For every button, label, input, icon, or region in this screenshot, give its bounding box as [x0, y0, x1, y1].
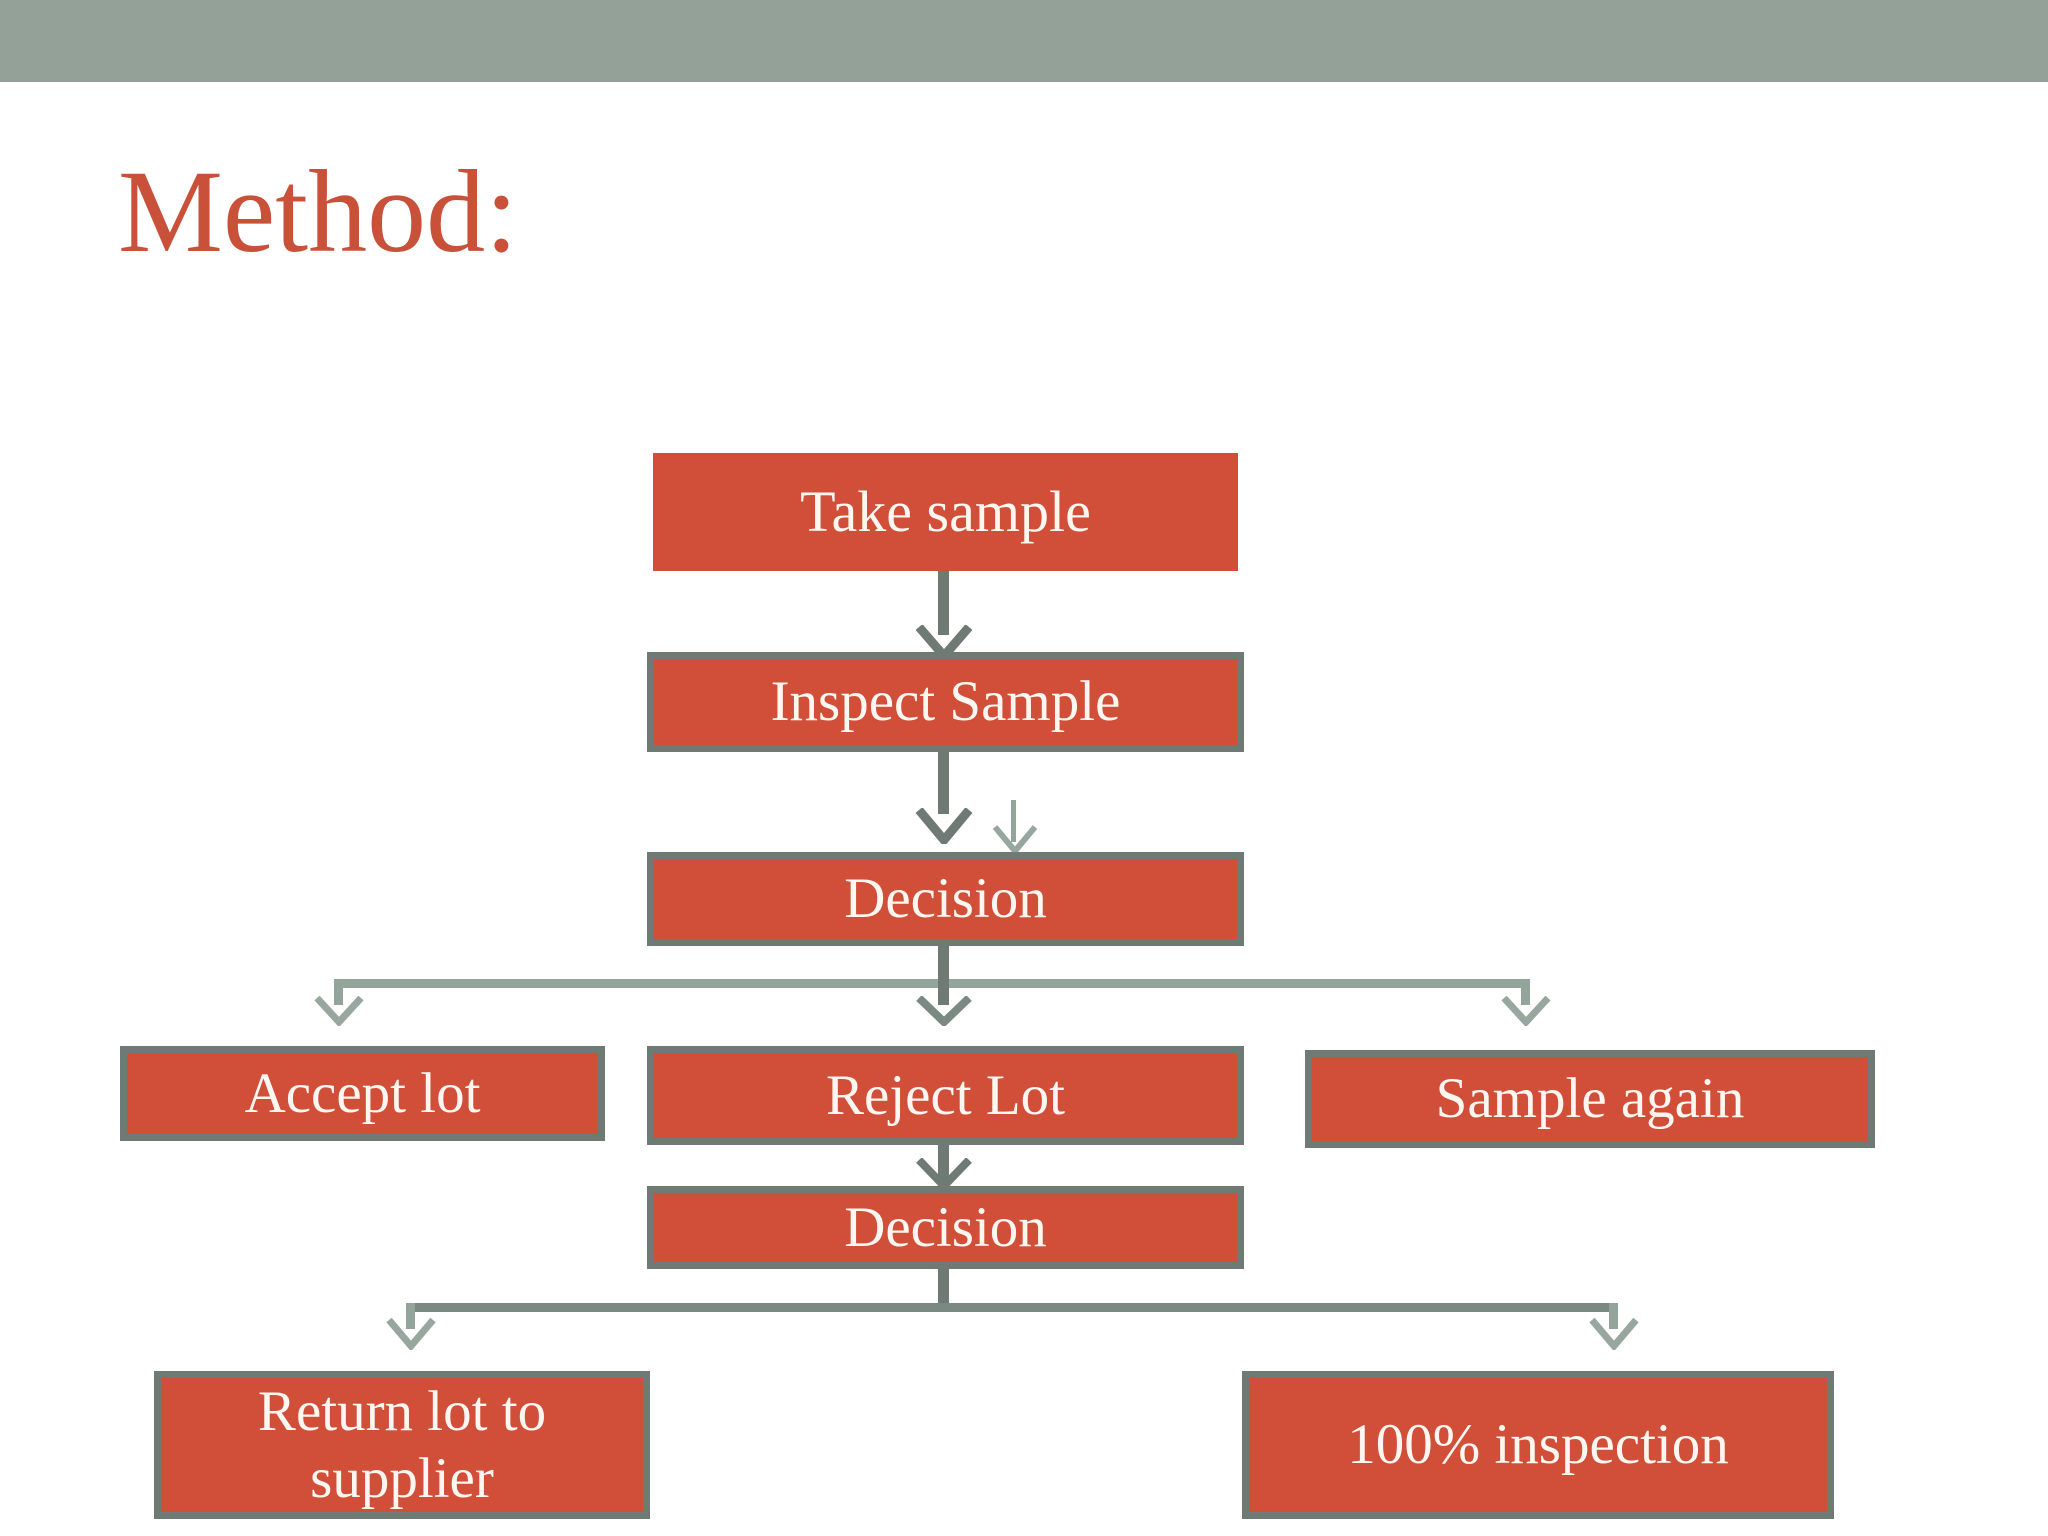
connector-decision-2-to-full-inspection — [1609, 1303, 1618, 1329]
connector-decision-2-branch-bar — [406, 1303, 1618, 1312]
flow-node-accept-lot[interactable]: Accept lot — [120, 1046, 605, 1141]
flow-node-decision-1[interactable]: Decision — [647, 852, 1244, 946]
connector-decision-2-to-return-lot — [406, 1303, 415, 1329]
connector-inspect-sample-to-decision-1 — [938, 752, 949, 814]
arrowhead-decision-2-to-return-lot — [385, 1318, 437, 1350]
arrowhead-decision-1-to-sample-again — [1500, 996, 1552, 1026]
connector-decision-1-to-sample-again — [1521, 979, 1530, 1005]
arrowhead-decision-1-to-accept-lot — [313, 996, 365, 1026]
arrowhead-inspect-sample-to-decision-1 — [915, 808, 973, 844]
arrowhead-decision-2-to-full-inspection — [1588, 1318, 1640, 1350]
connector-decision-1-branch-bar — [334, 979, 1530, 988]
flow-node-take-sample[interactable]: Take sample — [653, 453, 1238, 571]
connector-decision-1-stem — [938, 945, 949, 987]
flow-node-100-percent-inspection[interactable]: 100% inspection — [1242, 1371, 1834, 1519]
flow-node-decision-2[interactable]: Decision — [647, 1186, 1244, 1269]
connector-decision-2-stem — [938, 1268, 949, 1310]
arrowhead-decision-1-to-reject-lot — [915, 996, 973, 1026]
arrowhead-secondary-to-decision-1 — [991, 825, 1039, 855]
flow-node-return-lot-to-supplier[interactable]: Return lot to supplier — [154, 1371, 650, 1519]
connector-decision-1-to-accept-lot — [334, 979, 343, 1005]
top-decorative-band — [0, 0, 2048, 82]
connector-take-sample-to-inspect-sample — [938, 570, 949, 635]
flow-node-inspect-sample[interactable]: Inspect Sample — [647, 652, 1244, 752]
connector-secondary-to-decision-1 — [1011, 800, 1016, 842]
page-title: Method: — [118, 146, 518, 277]
flow-node-reject-lot[interactable]: Reject Lot — [647, 1046, 1244, 1145]
flow-node-sample-again[interactable]: Sample again — [1305, 1050, 1875, 1148]
connector-decision-1-to-reject-lot — [938, 979, 949, 1005]
connector-reject-lot-to-decision-2 — [938, 1145, 949, 1185]
